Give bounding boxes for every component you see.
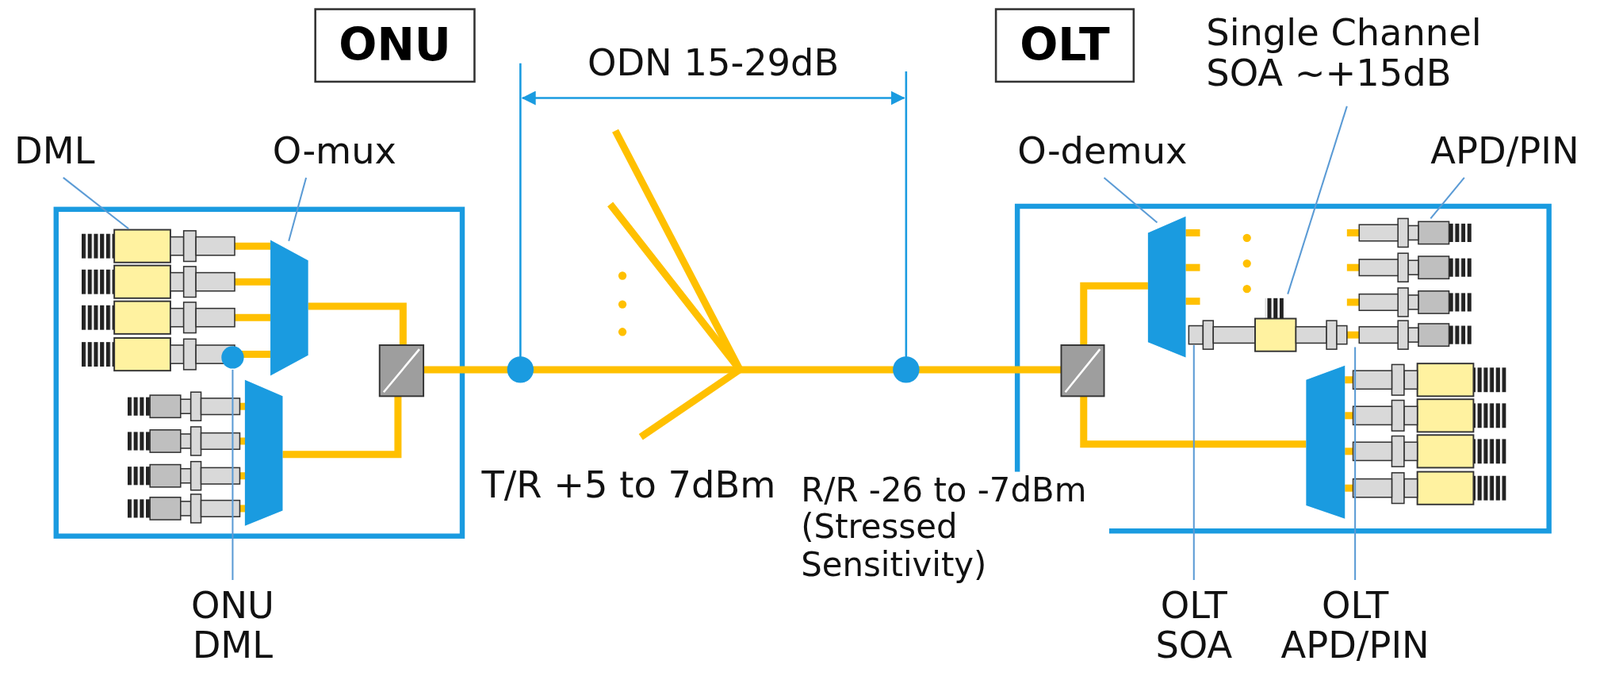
leader-line [63,106,1465,580]
power-level-label: T/R +5 to 7dBm [479,464,778,506]
part-label: DML [11,130,97,173]
onu-receiver [127,391,241,523]
fiber [234,130,1359,509]
onu-housing [56,209,463,536]
reference-point [221,345,919,383]
section-title-box: OLT [995,7,1135,83]
part-label: O-mux [270,130,399,173]
part-label: OLT SOA [1153,585,1235,666]
part-label: O-demux [1015,130,1190,173]
olt-dml [1353,363,1507,505]
olt-soa [1188,298,1347,352]
part-label: APD/PIN [1428,130,1581,173]
part-label: ONU DML [188,585,276,666]
soa-gain-label: Single Channel SOA ~+15dB [1204,11,1505,95]
odn-loss-label: ODN 15-29dB [585,42,842,85]
wdm-filter [244,216,1345,526]
section-title-box: ONU [313,7,475,83]
onu-dml [81,229,235,372]
olt-apd [1358,218,1472,349]
section-title: OLT [1019,20,1110,70]
part-label: OLT APD/PIN [1278,585,1432,666]
splitter [379,344,1105,396]
sensitivity-label: R/R -26 to -7dBm (Stressed Sensitivity) [799,471,1110,584]
section-title: ONU [338,20,452,70]
